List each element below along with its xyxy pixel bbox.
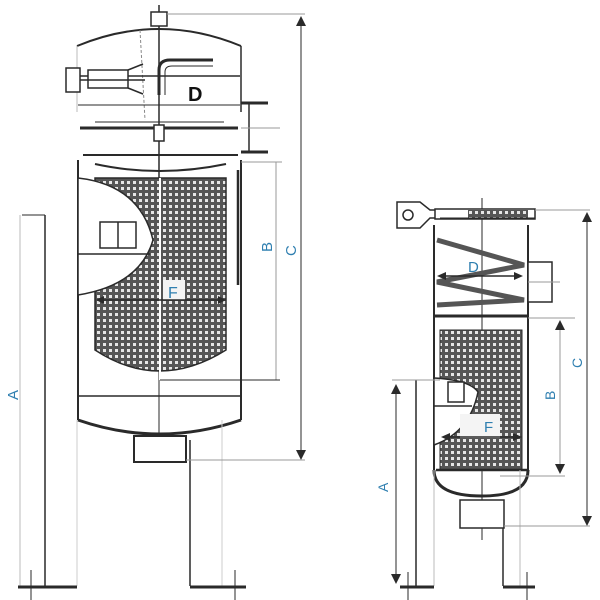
large-label-D: D (188, 84, 202, 106)
small-label-B: B (542, 391, 558, 400)
large-label-F: F (168, 285, 178, 302)
small-label-D: D (468, 259, 479, 276)
small-label-A: A (375, 482, 391, 492)
small-filter-housing (391, 198, 592, 600)
small-label-C: C (569, 358, 585, 368)
large-label-A: A (5, 390, 22, 400)
large-filter-housing (18, 5, 306, 600)
small-label-F: F (484, 419, 493, 436)
lid-clamp (65, 63, 145, 95)
large-label-B: B (259, 242, 276, 252)
large-label-C: C (283, 245, 300, 256)
